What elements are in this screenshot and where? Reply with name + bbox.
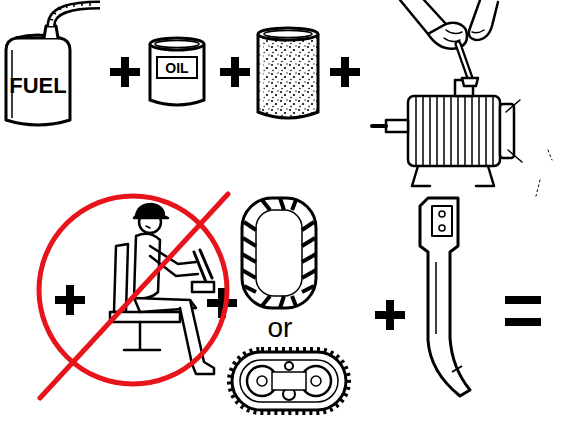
operator-figure	[134, 204, 168, 218]
maintenance-illustration	[412, 166, 494, 186]
operator-figure	[124, 322, 160, 350]
oil-filter	[264, 31, 312, 38]
ripper-shank	[452, 366, 462, 372]
ripper-shank	[439, 211, 445, 217]
plus-sign	[386, 300, 394, 330]
maintenance-illustration	[458, 44, 470, 78]
tire	[242, 198, 316, 308]
equals-sign	[505, 296, 541, 326]
crawler-track	[229, 349, 349, 413]
maintenance-illustration	[536, 150, 552, 196]
maintenance-illustration	[472, 30, 484, 33]
crawler-track	[311, 376, 321, 386]
tire	[242, 198, 316, 308]
maintenance-illustration	[462, 78, 478, 86]
prohibition-sign	[39, 194, 228, 398]
crawler-track	[285, 362, 293, 370]
ripper-shank	[439, 225, 445, 231]
plus-sign	[110, 57, 140, 87]
maintenance-illustration	[506, 100, 522, 162]
crawler-track	[257, 376, 267, 386]
operator-figure	[192, 282, 214, 292]
equals-sign	[505, 296, 541, 304]
plus-sign	[330, 57, 360, 87]
oil-can	[150, 44, 204, 105]
plus-sign	[375, 300, 405, 330]
oil-filter	[258, 28, 318, 40]
fuel-can	[6, 2, 100, 125]
can-label: FUEL	[7, 75, 69, 97]
plus-sign	[231, 57, 239, 87]
ripper-shank	[420, 198, 470, 396]
plus-sign	[121, 57, 129, 87]
oil-can	[155, 41, 199, 48]
maintenance-illustration	[408, 96, 500, 166]
maintenance-illustration	[372, 0, 552, 196]
operator-figure	[194, 250, 212, 282]
plus-sign	[66, 285, 74, 315]
maintenance-illustration	[372, 124, 386, 128]
oil-filter	[258, 28, 318, 118]
maintenance-illustration	[458, 44, 470, 78]
plus-sign	[341, 57, 349, 87]
operator-figure	[180, 300, 214, 374]
operator-figure	[146, 226, 150, 228]
oil-filter	[261, 44, 264, 108]
maintenance-illustration	[386, 120, 408, 132]
can-label: OIL	[157, 61, 197, 75]
conjunction-label: or	[262, 314, 298, 342]
oil-can	[150, 38, 204, 50]
ripper-shank	[435, 262, 437, 334]
tire	[242, 198, 316, 308]
fuel-can	[6, 38, 70, 125]
prohibition-sign	[40, 194, 228, 398]
ripper-shank	[432, 206, 452, 236]
oil-can	[157, 57, 197, 78]
maintenance-illustration	[444, 30, 462, 42]
crawler-track	[229, 349, 349, 413]
tire	[256, 210, 302, 296]
maintenance-illustration	[469, 0, 498, 40]
crawler-track	[240, 360, 338, 402]
plus-sign	[55, 285, 85, 315]
equals-sign	[505, 318, 541, 326]
maintenance-illustration	[416, 96, 493, 166]
fuel-can	[44, 26, 58, 38]
plus-sign	[220, 57, 250, 87]
ripper-shank	[420, 198, 470, 396]
oil-can	[150, 38, 204, 105]
crawler-track	[232, 352, 346, 410]
fuel-can	[49, 2, 90, 20]
oil-filter	[258, 34, 318, 118]
crawler-track	[272, 372, 306, 390]
